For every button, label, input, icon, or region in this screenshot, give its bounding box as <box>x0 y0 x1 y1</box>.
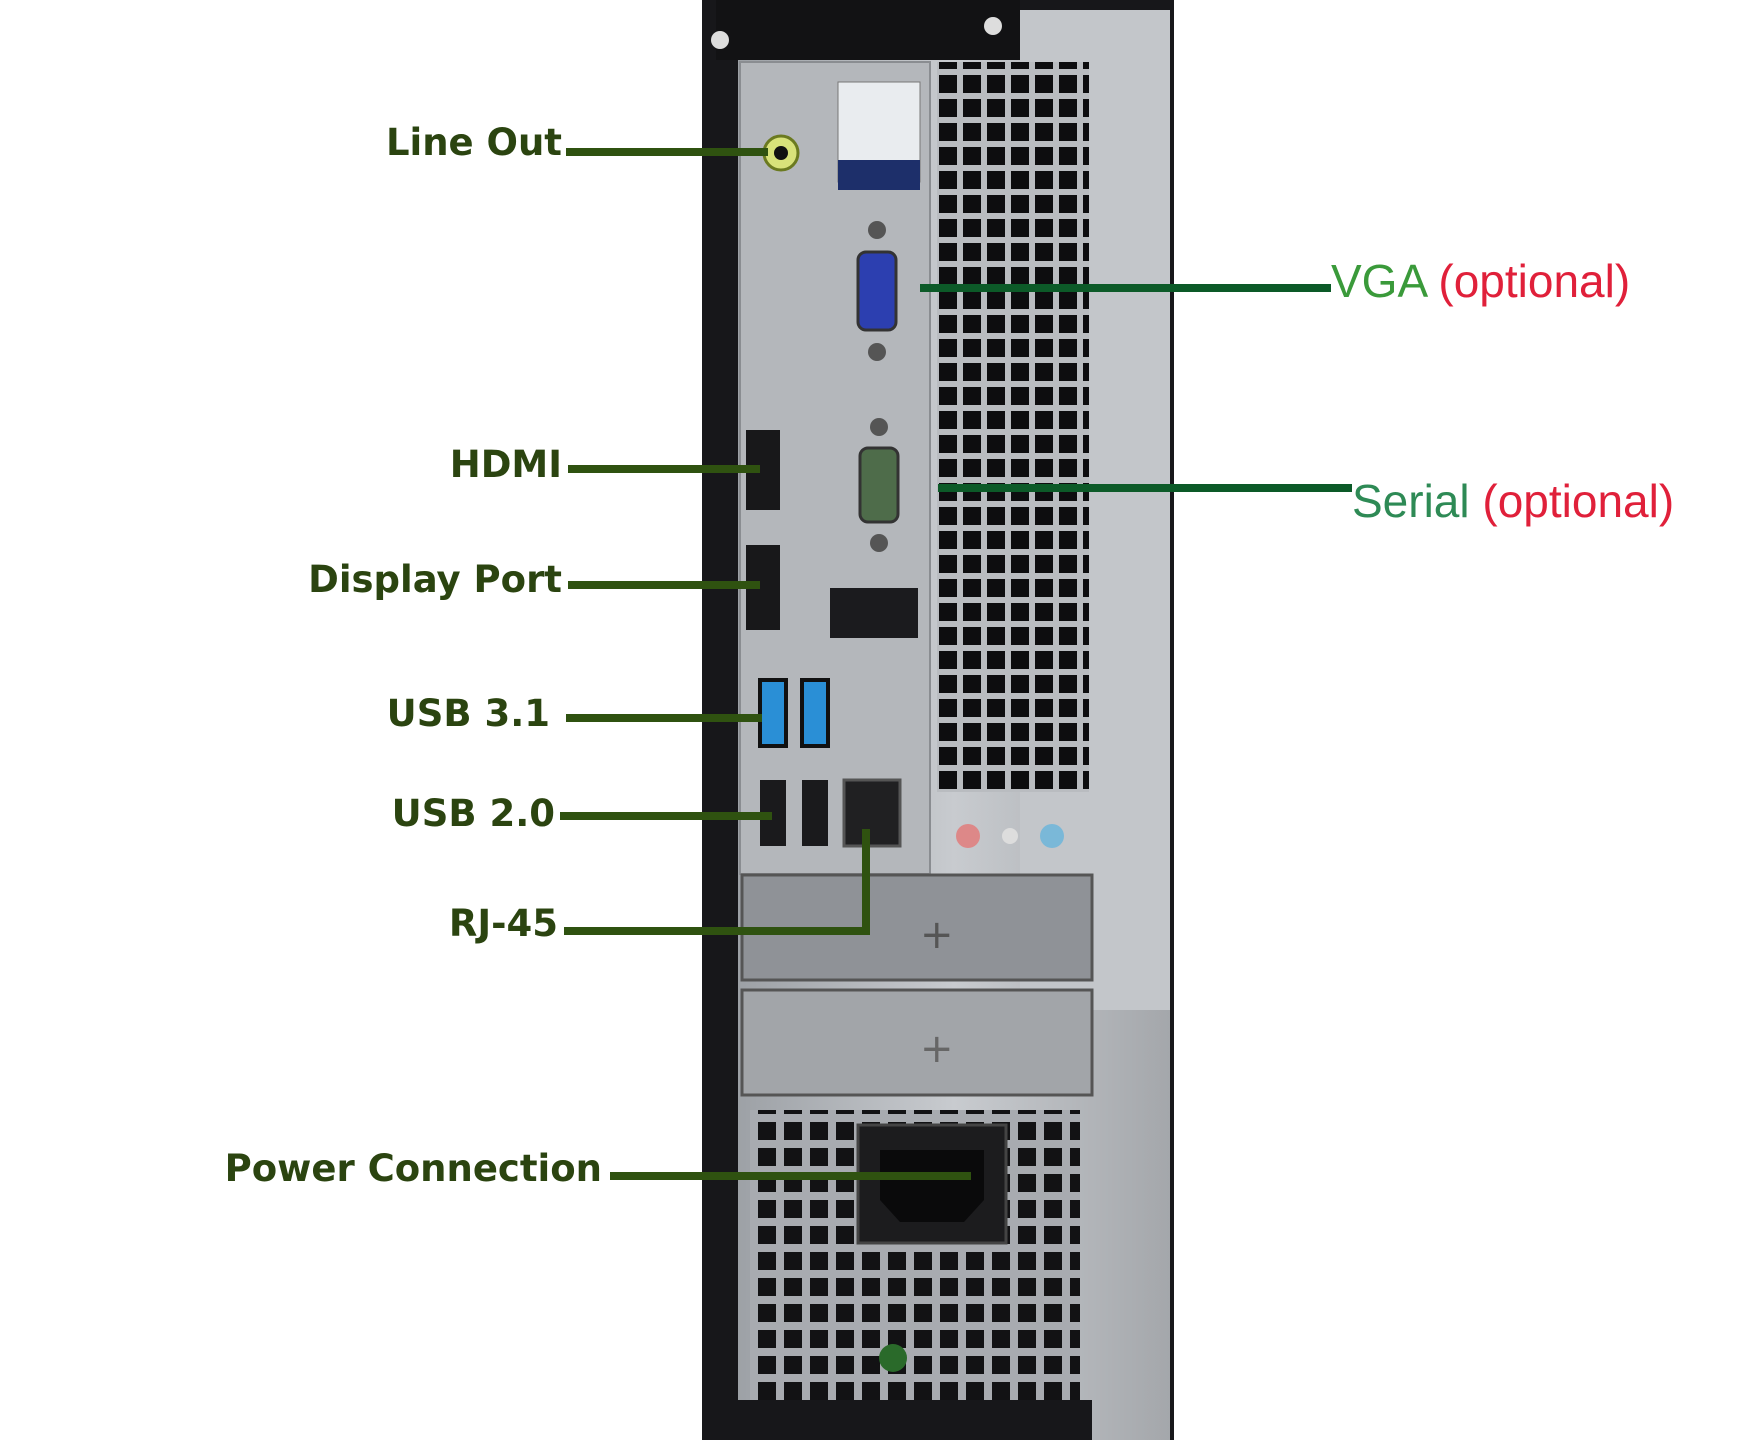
expansion-slots: + + <box>740 873 1094 1097</box>
label-text: Line Out <box>386 121 562 164</box>
label-serial: Serial (optional) <box>938 475 1674 527</box>
mic-jack-icon <box>956 824 980 848</box>
label-line-out: Line Out <box>386 121 768 164</box>
leader-line <box>564 829 870 935</box>
optional-note: (optional) <box>1482 475 1674 527</box>
usb20-ports <box>760 780 828 846</box>
label-text: Serial (optional) <box>1352 475 1674 527</box>
service-tag-icon <box>830 588 918 638</box>
psu-led-icon <box>879 1344 907 1372</box>
serial-port <box>858 418 900 552</box>
computer-chassis: + + <box>702 0 1174 1440</box>
label-usb20: USB 2.0 <box>392 792 772 835</box>
label-rj45: RJ-45 <box>449 829 870 945</box>
usb31-ports <box>758 678 830 748</box>
label-vga: VGA (optional) <box>920 255 1630 307</box>
label-text: Display Port <box>308 558 562 601</box>
label-text: HDMI <box>450 443 562 486</box>
label-text: Power Connection <box>225 1147 602 1190</box>
rj45-port <box>842 778 902 848</box>
label-text: RJ-45 <box>449 902 558 945</box>
label-usb31: USB 3.1 <box>387 692 762 735</box>
port-name: Serial <box>1352 475 1470 527</box>
optional-note: (optional) <box>1438 255 1630 307</box>
port-name: VGA <box>1331 255 1428 307</box>
label-text: VGA (optional) <box>1331 255 1630 307</box>
vent-grille <box>937 62 1089 792</box>
label-display-port: Display Port <box>308 558 760 601</box>
label-power-connection: Power Connection <box>225 1147 971 1190</box>
screw-icon <box>711 31 729 49</box>
vga-port <box>856 221 898 361</box>
label-text: USB 3.1 <box>387 692 550 735</box>
svg-text:+: + <box>920 912 954 958</box>
audio-jack-icon <box>1040 824 1064 848</box>
label-hdmi: HDMI <box>450 443 760 486</box>
svg-text:+: + <box>920 1026 954 1072</box>
label-text: USB 2.0 <box>392 792 555 835</box>
screw-icon <box>984 17 1002 35</box>
